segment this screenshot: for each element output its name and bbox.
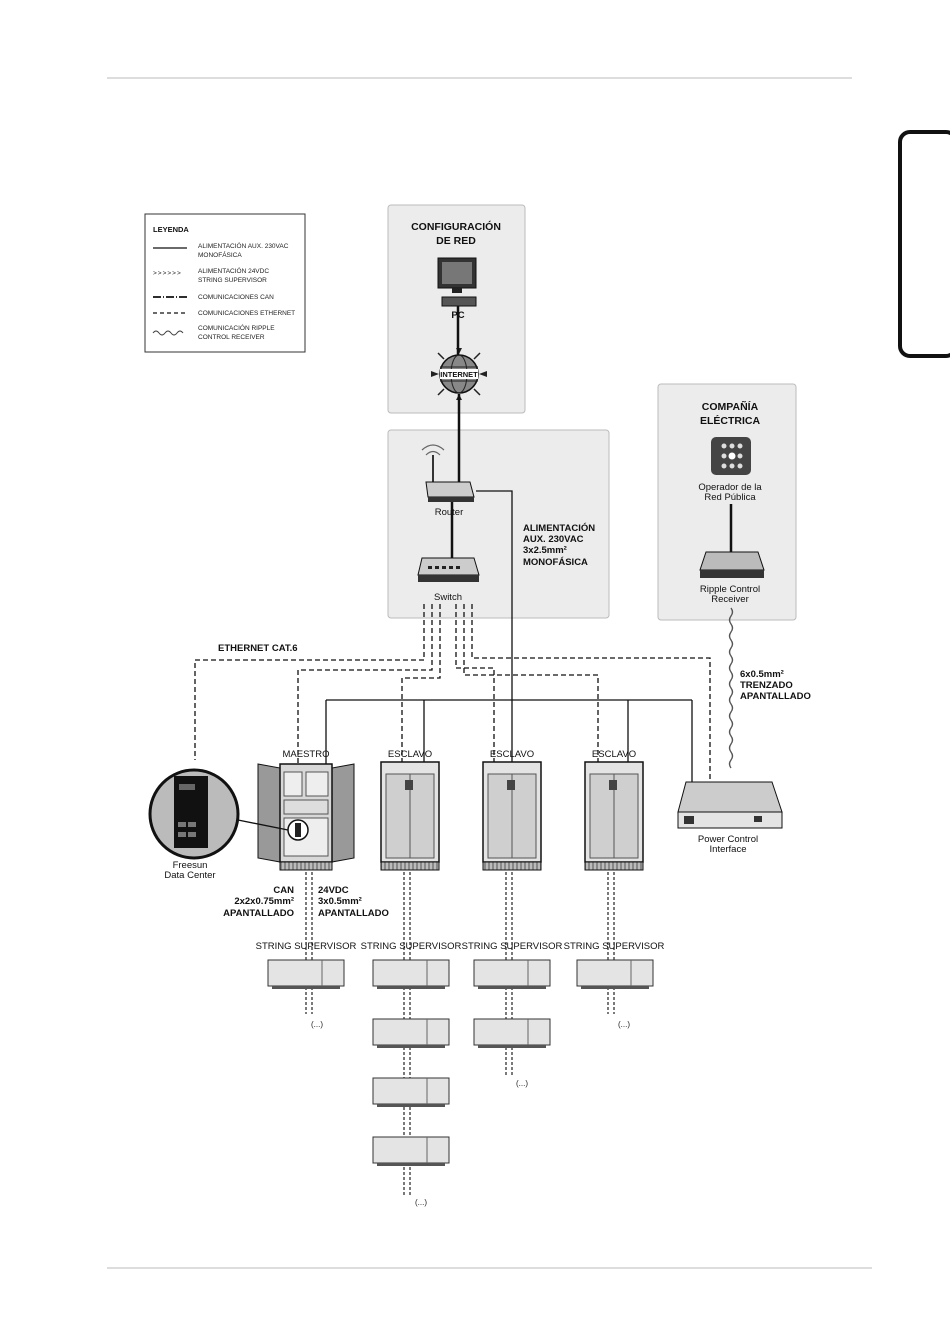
aux-power-line2: AUX. 230VAC	[523, 534, 584, 545]
vdc-label-3: APANTALLADO	[318, 908, 389, 919]
company-title-2: ELÉCTRICA	[700, 414, 761, 427]
ripple-receiver-icon	[699, 551, 765, 578]
pc-icon	[437, 257, 477, 307]
legend-item-1-line2: MONOFÁSICA	[198, 250, 242, 259]
can-label-1: CAN	[273, 885, 294, 896]
string-supervisor-device	[372, 959, 450, 989]
legend-item-3: COMUNICACIONES CAN	[198, 294, 274, 301]
vdc-label-1: 24VDC	[318, 885, 349, 896]
cable-label-1: 6x0.5mm²	[740, 669, 784, 680]
string-supervisor-device	[267, 959, 345, 989]
router-icon	[421, 444, 475, 502]
slave2-inverter	[482, 761, 542, 871]
cable-label-3: APANTALLADO	[740, 691, 811, 702]
ss-label-2: STRING SUPERVISOR	[361, 941, 462, 952]
can-label-2: 2x2x0.75mm²	[234, 896, 294, 907]
data-center-icon	[148, 768, 240, 860]
config-title-1: CONFIGURACIÓN	[411, 220, 501, 233]
aux-power-line3: 3x2.5mm²	[523, 545, 567, 556]
string-supervisor-device	[473, 1018, 551, 1048]
vdc-label-2: 3x0.5mm²	[318, 896, 362, 907]
receiver-line2: Receiver	[711, 594, 749, 605]
ethernet-label: ETHERNET CAT.6	[218, 643, 298, 654]
aux-power-wiring	[325, 490, 693, 785]
string-supervisor-device	[372, 1018, 450, 1048]
legend-item-2-line1: ALIMENTACIÓN 24VDC	[198, 266, 269, 275]
internet-label: INTERNET	[440, 370, 478, 379]
switch-label: Switch	[434, 592, 462, 603]
can-label-3: APANTALLADO	[223, 908, 294, 919]
network-config-box: CONFIGURACIÓN DE RED PC INTERNET	[387, 204, 526, 414]
legend-item-1-line1: ALIMENTACIÓN AUX. 230VAC	[198, 241, 289, 250]
slave2-label: ESCLAVO	[490, 749, 534, 760]
can-24vdc-wiring	[305, 872, 615, 1196]
ss-label-1: STRING SUPERVISOR	[256, 941, 357, 952]
router-switch-box: Router Switch ALIMENTACIÓN AUX. 230VAC 3…	[387, 429, 610, 619]
master-label: MAESTRO	[283, 749, 330, 760]
switch-icon	[417, 557, 480, 582]
electric-company-box: COMPAÑÍA ELÉCTRICA Operador de la Red Pú…	[657, 383, 797, 621]
data-center-line2: Data Center	[164, 870, 215, 881]
ethernet-wiring	[194, 604, 711, 780]
router-label: Router	[435, 507, 464, 518]
pci-line1: Power Control	[698, 834, 758, 845]
master-inverter	[257, 763, 355, 871]
ss-ellipsis-4: (...)	[618, 1020, 630, 1029]
legend: LEYENDA ALIMENTACIÓN AUX. 230VAC MONOFÁS…	[144, 213, 306, 353]
data-center-line1: Freesun	[173, 860, 208, 871]
slave3-inverter	[584, 761, 644, 871]
legend-item-2-line2: STRING SUPERVISOR	[198, 277, 267, 284]
pci-line2: Interface	[710, 844, 747, 855]
slave3-label: ESCLAVO	[592, 749, 636, 760]
ripple-cable	[728, 607, 734, 769]
ss-label-3: STRING SUPERVISOR	[462, 941, 563, 952]
string-supervisor-device	[473, 959, 551, 989]
string-supervisor-device	[372, 1077, 450, 1107]
legend-item-5-line1: COMUNICACIÓN RIPPLE	[198, 323, 275, 332]
ss-ellipsis-2: (...)	[415, 1198, 427, 1207]
ss-ellipsis-1: (...)	[311, 1020, 323, 1029]
config-title-2: DE RED	[436, 235, 476, 247]
ss-ellipsis-3: (...)	[516, 1079, 528, 1088]
slave1-inverter	[380, 761, 440, 871]
operator-line2: Red Pública	[704, 492, 756, 503]
cable-label-2: TRENZADO	[740, 680, 793, 691]
power-control-interface-icon	[677, 781, 783, 829]
legend-item-4: COMUNICACIONES ETHERNET	[198, 310, 295, 317]
legend-24vdc-symbol: >>>>>>	[153, 270, 182, 277]
aux-power-line1: ALIMENTACIÓN	[523, 522, 595, 534]
aux-power-line4: MONOFÁSICA	[523, 557, 588, 568]
operator-line1: Operador de la	[698, 482, 762, 493]
receiver-line1: Ripple Control	[700, 584, 760, 595]
string-supervisor-device	[576, 959, 654, 989]
ss-label-4: STRING SUPERVISOR	[564, 941, 665, 952]
legend-item-5-line2: CONTROL RECEIVER	[198, 334, 265, 341]
string-supervisor-device	[372, 1136, 450, 1166]
company-title-1: COMPAÑÍA	[702, 400, 759, 413]
slave1-label: ESCLAVO	[388, 749, 432, 760]
grid-operator-icon	[711, 437, 751, 475]
legend-title: LEYENDA	[153, 225, 189, 234]
side-tab	[898, 130, 950, 358]
